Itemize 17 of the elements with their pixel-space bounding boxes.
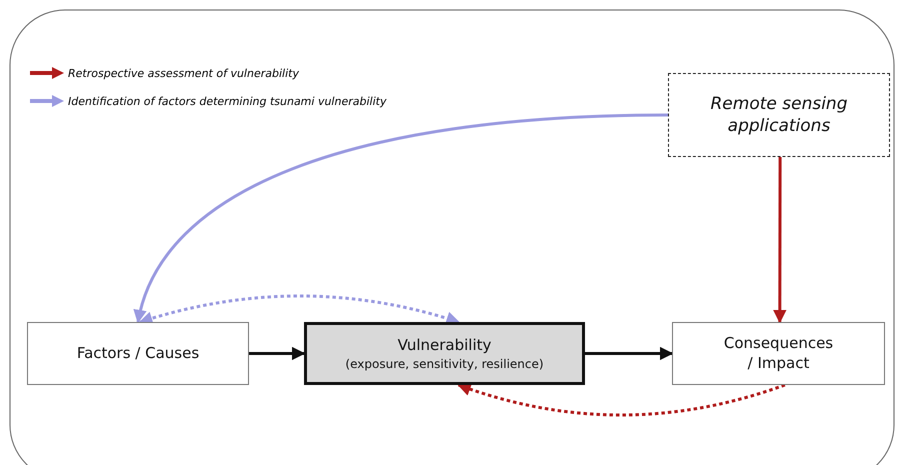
arrow bbox=[138, 294, 460, 325]
node-title: Factors / Causes bbox=[76, 344, 200, 364]
process-box bbox=[672, 322, 885, 385]
dashed-box bbox=[668, 73, 890, 157]
arrow bbox=[773, 157, 787, 324]
node-subtitle: (exposure, sensitivity, resilience) bbox=[345, 357, 544, 372]
node-title: Consequences / Impact bbox=[723, 334, 834, 373]
arrow bbox=[457, 382, 786, 416]
node-title: Remote sensing applications bbox=[710, 92, 848, 138]
node-title: Vulnerability bbox=[398, 336, 492, 356]
legend-text: Identification of factors determining tsunami vulnerability bbox=[68, 94, 386, 108]
arrow bbox=[585, 346, 674, 360]
process-box bbox=[27, 322, 249, 385]
legend-text: Retrospective assessment of vulnerability bbox=[68, 66, 299, 80]
arrow bbox=[134, 114, 668, 324]
highlighted-box bbox=[304, 322, 585, 385]
arrow bbox=[249, 346, 306, 360]
